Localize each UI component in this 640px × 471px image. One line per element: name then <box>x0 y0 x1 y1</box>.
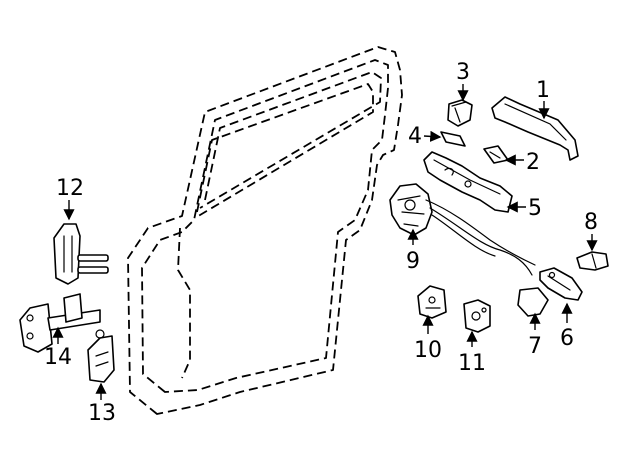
door-check-part <box>19 293 105 353</box>
callout-label-2: 2 <box>526 150 540 175</box>
callout-label-3: 3 <box>456 60 470 85</box>
callout-label-11: 11 <box>458 351 486 376</box>
callout-1: 1 <box>536 78 550 120</box>
callout-11: 11 <box>458 330 486 376</box>
callout-13: 13 <box>88 382 116 426</box>
callout-14: 14 <box>44 326 72 370</box>
callout-4: 4 <box>408 124 442 149</box>
upper-hinge-part <box>53 223 109 285</box>
handle-bracket-part <box>483 145 509 164</box>
callout-5: 5 <box>506 196 542 221</box>
callout-label-9: 9 <box>406 249 420 274</box>
callout-label-4: 4 <box>408 124 422 149</box>
door-outline <box>127 46 403 415</box>
outside-handle-part <box>491 96 579 161</box>
callout-8: 8 <box>584 210 598 252</box>
striker-bracket-part <box>417 285 447 319</box>
lower-hinge-part <box>87 335 115 383</box>
callout-6: 6 <box>560 302 574 351</box>
callout-label-1: 1 <box>536 78 550 103</box>
callout-label-10: 10 <box>414 338 442 363</box>
door-latch-part <box>389 183 536 276</box>
callout-10: 10 <box>414 314 442 363</box>
key-cylinder-cap-part <box>447 99 473 127</box>
gasket-part <box>440 131 466 147</box>
handle-bezel-part <box>517 287 549 317</box>
callout-12: 12 <box>56 176 84 221</box>
callout-label-6: 6 <box>560 326 574 351</box>
striker-plate-part <box>463 299 491 333</box>
callout-3: 3 <box>456 60 470 102</box>
callout-2: 2 <box>504 150 540 175</box>
inside-handle-part <box>539 267 583 301</box>
callout-label-13: 13 <box>88 401 116 426</box>
callout-label-12: 12 <box>56 176 84 201</box>
callout-label-8: 8 <box>584 210 598 235</box>
callout-label-14: 14 <box>44 345 72 370</box>
callout-7: 7 <box>528 312 542 359</box>
lock-knob-part <box>576 251 609 271</box>
callout-label-7: 7 <box>528 334 542 359</box>
callout-label-5: 5 <box>528 196 542 221</box>
callout-9: 9 <box>406 228 420 274</box>
